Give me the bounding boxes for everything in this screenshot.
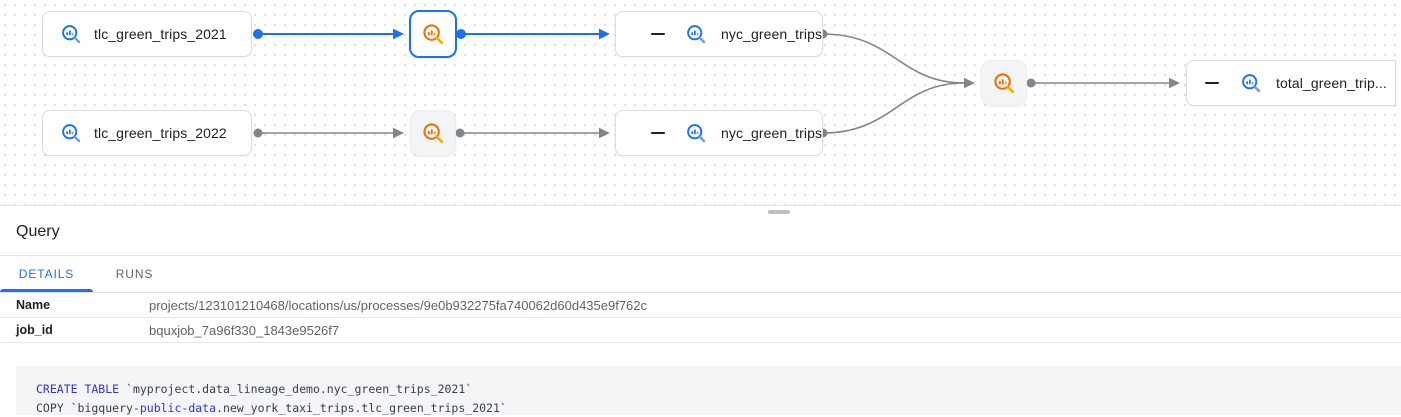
panel-title: Query bbox=[0, 206, 1401, 256]
panel-resize-handle[interactable] bbox=[768, 210, 790, 214]
lineage-edges bbox=[253, 28, 1180, 139]
tab-bar: DETAILS RUNS bbox=[0, 256, 1401, 293]
sql-text: `myproject.data_lineage_demo.nyc_green_t… bbox=[119, 382, 473, 396]
arrowhead-icon bbox=[599, 127, 610, 139]
output-port-dot bbox=[455, 128, 465, 138]
bigquery-table-icon bbox=[60, 122, 82, 144]
detail-row: job_id bquxjob_7a96f330_1843e9526f7 bbox=[0, 318, 1401, 343]
lineage-canvas[interactable]: tlc_green_trips_2021 nyc_green_trips... … bbox=[0, 0, 1401, 206]
sql-code-line: COPY `bigquery-public-data.new_york_taxi… bbox=[36, 399, 1401, 415]
detail-label: job_id bbox=[16, 323, 53, 337]
sql-code: CREATE TABLE `myproject.data_lineage_dem… bbox=[36, 380, 1401, 415]
node-process-query-selected[interactable] bbox=[409, 10, 457, 58]
node-label: nyc_green_trips... bbox=[721, 26, 822, 42]
node-label: tlc_green_trips_2021 bbox=[94, 26, 227, 42]
node-tlc-green-trips-2022[interactable]: tlc_green_trips_2022 bbox=[42, 110, 252, 156]
output-port-dot bbox=[253, 128, 263, 138]
node-nyc-green-trips-2022[interactable]: nyc_green_trips... bbox=[615, 110, 823, 156]
detail-value: projects/123101210468/locations/us/proce… bbox=[149, 297, 648, 313]
sql-keyword: -public-data bbox=[132, 401, 217, 415]
tab-runs-label: RUNS bbox=[115, 267, 154, 281]
tab-runs[interactable]: RUNS bbox=[93, 256, 176, 292]
tab-details-label: DETAILS bbox=[18, 267, 75, 281]
bigquery-table-icon bbox=[60, 23, 82, 45]
arrowhead-icon bbox=[1169, 77, 1180, 89]
bigquery-table-icon bbox=[1240, 72, 1262, 94]
node-process-query-3[interactable] bbox=[981, 60, 1027, 106]
edge-nyc2-process3 bbox=[822, 82, 965, 134]
output-port-dot bbox=[1026, 78, 1036, 88]
sql-keyword: CREATE TABLE bbox=[36, 382, 120, 396]
node-label: tlc_green_trips_2022 bbox=[94, 125, 227, 141]
collapse-minus-icon[interactable] bbox=[1205, 82, 1219, 84]
details-table: Name projects/123101210468/locations/us/p… bbox=[0, 293, 1401, 343]
sql-text: .new_york_taxi_trips.tlc_green_trips_202… bbox=[216, 401, 507, 415]
detail-row: Name projects/123101210468/locations/us/p… bbox=[0, 293, 1401, 318]
arrowhead-icon bbox=[964, 77, 975, 89]
output-port-dot bbox=[456, 29, 466, 39]
bigquery-job-icon bbox=[421, 121, 445, 145]
edge-nyc1-process3 bbox=[822, 33, 965, 84]
arrowhead-icon bbox=[599, 28, 610, 40]
arrowhead-icon bbox=[393, 28, 404, 40]
bigquery-job-icon bbox=[421, 22, 445, 46]
node-tlc-green-trips-2021[interactable]: tlc_green_trips_2021 bbox=[42, 11, 252, 57]
node-label: nyc_green_trips... bbox=[721, 125, 822, 141]
tab-details[interactable]: DETAILS bbox=[0, 256, 93, 292]
collapse-minus-icon[interactable] bbox=[651, 33, 665, 35]
collapse-minus-icon[interactable] bbox=[651, 132, 665, 134]
sql-text: COPY `bigquery bbox=[36, 401, 133, 415]
arrowhead-icon bbox=[393, 127, 404, 139]
sql-code-line: CREATE TABLE `myproject.data_lineage_dem… bbox=[36, 380, 1401, 399]
bigquery-table-icon bbox=[685, 122, 707, 144]
output-port-dot bbox=[253, 29, 263, 39]
detail-value: bquxjob_7a96f330_1843e9526f7 bbox=[149, 322, 340, 338]
sql-code-block: CREATE TABLE `myproject.data_lineage_dem… bbox=[16, 366, 1401, 415]
bigquery-table-icon bbox=[685, 23, 707, 45]
node-label: total_green_trip... bbox=[1276, 75, 1387, 91]
node-process-query-2[interactable] bbox=[410, 110, 456, 156]
bigquery-job-icon bbox=[992, 71, 1016, 95]
lineage-details-panel: Query DETAILS RUNS Name projects/12310121… bbox=[0, 206, 1401, 415]
node-nyc-green-trips-2021[interactable]: nyc_green_trips... bbox=[615, 11, 823, 57]
node-total-green-trips[interactable]: total_green_trip... bbox=[1186, 60, 1396, 106]
detail-label: Name bbox=[16, 298, 51, 312]
